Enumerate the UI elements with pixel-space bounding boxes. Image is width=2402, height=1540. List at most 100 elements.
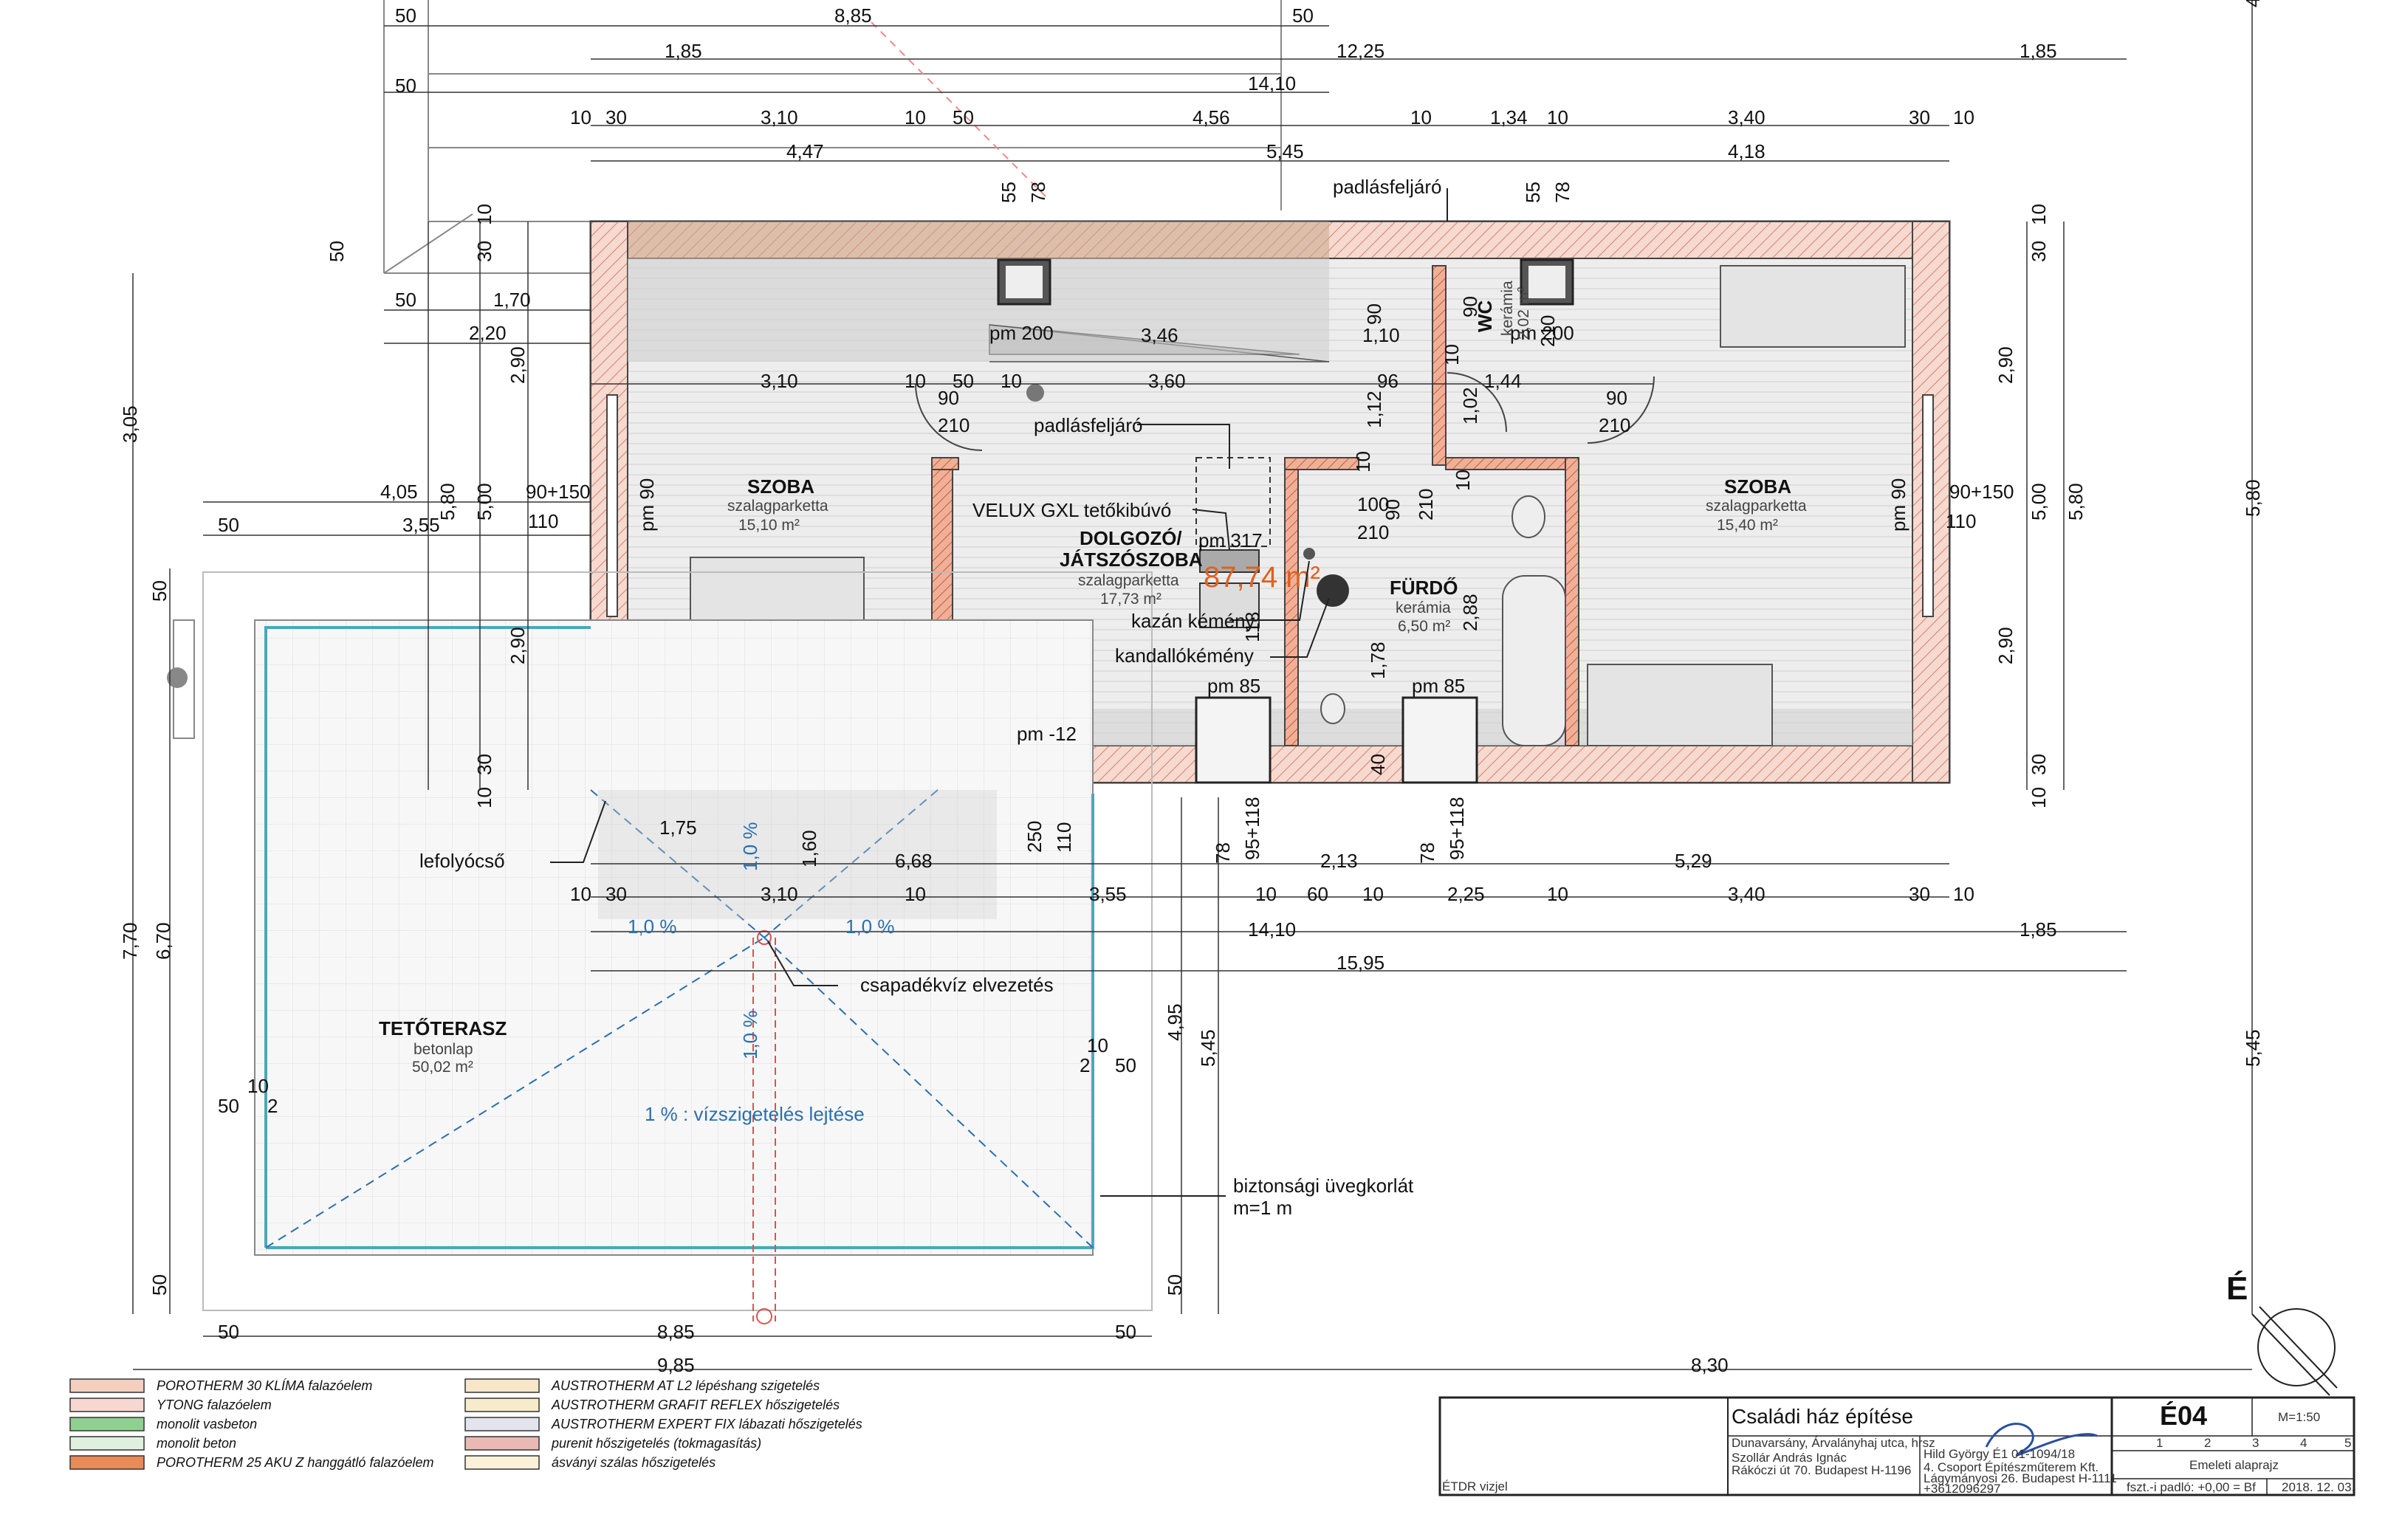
dim-text: 30: [2028, 754, 2050, 775]
slope-label: 1,0 %: [739, 1011, 761, 1060]
dim-text: 30: [1909, 106, 1930, 128]
dim-text: 250: [1023, 821, 1046, 853]
dim-text: pm 200: [989, 322, 1054, 344]
note-uvegkorlat-magassag: m=1 m: [1233, 1197, 1292, 1219]
dim-text: 50: [395, 289, 416, 311]
dim-text: 4,05: [380, 481, 418, 503]
dim-text: 5,45: [1266, 140, 1304, 162]
title-project: Családi ház építése: [1732, 1405, 1913, 1428]
dim-text: 14,10: [1248, 918, 1296, 941]
dim-text: 95+118: [1241, 797, 1263, 860]
title-level: fszt.-i padló: +0,00 = Bf: [2127, 1480, 2256, 1494]
dim-text: 1,60: [798, 830, 820, 867]
legend-label: AUSTROTHERM GRAFIT REFLEX hőszigetelés: [551, 1398, 840, 1412]
title-sheet-number: É04: [2160, 1400, 2207, 1431]
dim-text: 10: [1452, 470, 1474, 491]
note-padlasfeljaro-1: padlásfeljáró: [1333, 176, 1441, 198]
dim-text: pm 200: [1510, 322, 1574, 344]
dim-text: 9,85: [657, 1354, 695, 1376]
north-arrow: É: [2226, 1270, 2338, 1396]
room-szoba-1-area: 15,10 m²: [738, 517, 800, 534]
annotations: padlásfeljáró padlásfeljáró VELUX GXL te…: [419, 176, 1448, 1219]
dim-text: 30: [473, 754, 495, 775]
scale-mark: 3: [2252, 1436, 2259, 1450]
room-furdo-name: FÜRDŐ: [1390, 577, 1458, 599]
room-terasz-floor: betonlap: [414, 1041, 473, 1058]
north-label: É: [2226, 1270, 2248, 1307]
title-stamp: ÉTDR vizjel: [1442, 1479, 1508, 1493]
slope-label: 1,0 %: [845, 915, 895, 938]
dim-text: 10: [1547, 883, 1568, 905]
dim-text: 50: [326, 241, 348, 262]
legend-swatch: [464, 1436, 540, 1451]
dim-text: 10: [2028, 204, 2050, 225]
legend-swatch: [69, 1436, 145, 1451]
dim-text: 5,45: [1197, 1029, 1219, 1067]
dim-text: 5,80: [436, 483, 459, 520]
dim-text: 3,40: [1728, 106, 1766, 128]
dim-text: 2,90: [507, 627, 529, 664]
left-dimensions: 50 1,70 2,20 4,05 3,55 50 90+150 110 pm …: [119, 204, 658, 1296]
dim-text: 1,12: [1363, 391, 1385, 428]
note-csapadekviz: csapadékvíz elvezetés: [860, 974, 1054, 996]
dim-text: 50: [218, 1095, 239, 1117]
dim-text: 10: [1953, 106, 1974, 128]
slope-label: 1,0 %: [739, 822, 761, 872]
note-kazan-kemeny: kazán kémény: [1131, 610, 1255, 632]
top-dimensions: 50 8,85 50 1,85 12,25 1,85 50 14,10 10 3…: [395, 4, 2057, 203]
room-szoba-2-name: SZOBA: [1724, 475, 1791, 498]
title-scale: M=1:50: [2278, 1410, 2320, 1424]
dim-text: 55: [1522, 182, 1544, 203]
dim-text: 10: [473, 787, 495, 808]
dim-text: 30: [2028, 241, 2050, 262]
dim-text: 2,88: [1459, 594, 1481, 631]
dim-text: 60: [1307, 883, 1328, 905]
dim-text: 10: [905, 370, 926, 392]
dim-text: 10: [1441, 344, 1463, 365]
dim-text: 1,44: [1484, 370, 1522, 392]
dim-text: 4,56: [1193, 106, 1230, 128]
dim-text: 2,90: [1994, 346, 2017, 384]
legend-swatch: [464, 1398, 540, 1412]
dim-text: 110: [1053, 822, 1075, 853]
room-szoba-1-name: SZOBA: [747, 475, 814, 498]
dim-text: 10: [570, 883, 591, 905]
dim-text: 3,10: [761, 106, 798, 128]
dim-text: 5,00: [473, 483, 495, 520]
dim-text: 2,13: [1320, 850, 1358, 872]
dim-text: 10: [1410, 106, 1432, 128]
dim-text: 90: [1363, 303, 1385, 325]
legend-swatch: [69, 1378, 145, 1393]
dim-text: 50: [218, 1321, 239, 1343]
dim-text: 3,05: [119, 405, 141, 443]
dim-text: 3,55: [1089, 883, 1127, 905]
dim-text: 100: [1357, 493, 1389, 515]
dim-text: 10: [2028, 787, 2050, 808]
dim-text: pm 85: [1412, 675, 1465, 697]
title-owner: Szollár András Ignác: [1732, 1451, 1847, 1465]
dim-text: 90: [1606, 387, 1627, 409]
scale-mark: 2: [2204, 1436, 2211, 1450]
dim-text: pm 90: [636, 478, 658, 532]
dim-text: 1,34: [1490, 106, 1528, 128]
dim-text: 10: [1362, 883, 1384, 905]
dim-text: 30: [605, 883, 627, 905]
dim-text: 12,25: [1336, 40, 1384, 62]
right-dimensions: 5,80 5,45 4 10 30 2,90 5,00 5,80 2,90 30…: [1887, 0, 2264, 1067]
dim-text: 10: [1087, 1034, 1108, 1056]
dim-text: 90+150: [526, 481, 590, 503]
legend-swatch: [69, 1455, 145, 1470]
dim-text: 5,29: [1675, 850, 1712, 872]
dim-text: 10: [1255, 883, 1277, 905]
dim-text: 2: [1080, 1054, 1090, 1076]
dim-text: 3,60: [1148, 370, 1186, 392]
dim-text: 210: [938, 414, 970, 436]
title-owner-address: Rákóczi út 70. Budapest H-1196: [1732, 1463, 1912, 1477]
dim-text: 10: [905, 106, 926, 128]
dim-text: 78: [1416, 842, 1438, 864]
dim-text: 30: [473, 241, 495, 262]
dim-text: 3,40: [1728, 883, 1766, 905]
dim-text: 50: [218, 514, 239, 536]
legend-swatch: [464, 1417, 540, 1431]
scale-mark: 1: [2156, 1436, 2163, 1450]
